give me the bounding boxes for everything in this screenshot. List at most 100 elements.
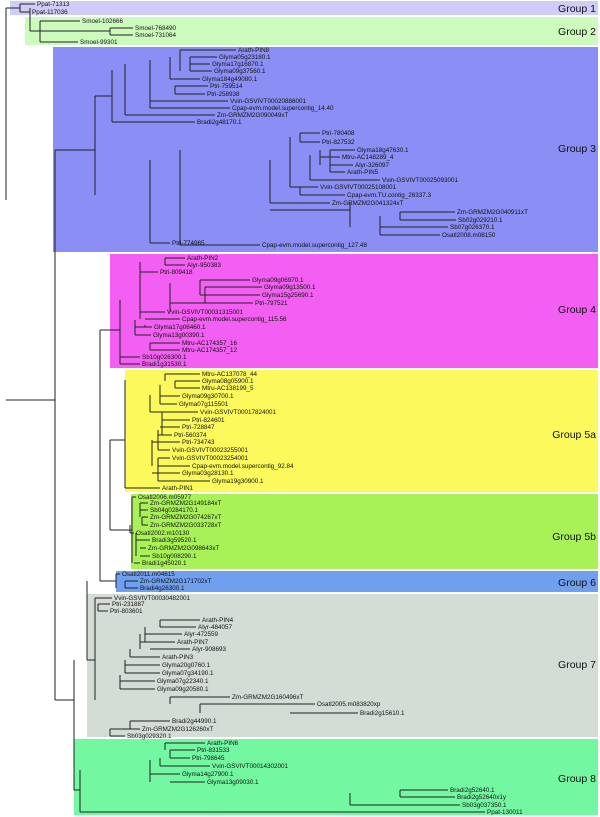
leaf-label: Bradi2g52640x1y [457, 794, 507, 801]
leaf-label: Ptri-798645 [192, 755, 225, 762]
leaf-label: Sb03g037350.1 [462, 802, 507, 809]
leaf-label: Arath-PIN8 [238, 47, 270, 54]
leaf-label: Bradi2g48170.1 [197, 119, 242, 126]
leaf-label: Ptri-827532 [322, 139, 355, 146]
leaf-label: Zm-GRMZM2G033728xT [150, 522, 222, 529]
group-label-4: Group 4 [558, 304, 596, 316]
leaf-label: Smoel-99301 [80, 39, 118, 46]
leaf-label: Vvin-GSVIVT00025093001 [382, 177, 458, 184]
group-bands [10, 1, 598, 815]
leaf-label: Glyma07g34190.1 [162, 670, 214, 677]
group-1-band [10, 1, 598, 15]
leaf-label: Sb04g0284170.1 [150, 507, 198, 514]
leaf-label: Sb03g029320.1 [127, 733, 172, 740]
leaf-label: Arath-PIN3 [162, 654, 194, 661]
leaf-label: Bradi1g45020.1 [142, 560, 187, 567]
leaf-label: Glyma08g05900.1 [202, 378, 254, 385]
leaf-label: Glyma17g06460.1 [154, 324, 206, 331]
leaf-label: Zm-GRMZM2G074267xT [150, 514, 222, 521]
leaf-label: Mtru-AC138199_5 [202, 385, 254, 392]
leaf-label: Vvin-GSVIVT00014302001 [212, 763, 288, 770]
leaf-label: Glyma18g47630.1 [357, 147, 409, 154]
leaf-label: Vvin-GSVIVT00017824001 [200, 409, 276, 416]
leaf-label: Glyma09g06970.1 [252, 277, 304, 284]
leaf-label: Glyma09g37560.1 [214, 68, 266, 75]
leaf-label: Ptri-258938 [207, 91, 240, 98]
leaf-label: Glyma09g20580.1 [157, 686, 209, 693]
leaf-label: Smoel-731064 [135, 32, 176, 39]
leaf-label: Glyma184g49080.1 [202, 76, 257, 83]
leaf-label: Ptri-831533 [197, 747, 230, 754]
leaf-label: Cpap-evm.model.supercontig_127.48 [262, 242, 368, 249]
group-label-8: Group 8 [558, 773, 596, 785]
leaf-label: Arath-PIN1 [162, 485, 194, 492]
leaf-label: Osatl2002.m10130 [136, 530, 190, 537]
leaf-label: Vvin-GSVIVT00020886001 [230, 98, 306, 105]
leaf-label: Arath-PIN4 [202, 617, 234, 624]
leaf-label: Bradi1g31530.1 [142, 361, 187, 368]
group-5b-band [131, 494, 598, 569]
leaf-label: Sb02g029210.1 [458, 217, 503, 224]
leaf-label: Glyma20g0760.1 [162, 662, 210, 669]
leaf-label: Osatl2011.m04615 [122, 571, 175, 578]
leaf-label: Glyma09g30700.1 [182, 393, 234, 400]
leaf-label: Smoel-768490 [135, 25, 176, 32]
leaf-label: Arath-PIN2 [187, 255, 219, 262]
group-label-5a: Group 5a [552, 429, 596, 441]
tree-branches [5, 3, 485, 813]
leaf-label: Arath-PIN6 [207, 740, 239, 747]
leaf-label: Cpap-evm.model.supercontig_14.40 [232, 105, 334, 112]
leaf-label: Glyma13g00390.1 [153, 332, 205, 339]
group-8-band [74, 739, 598, 815]
leaf-label: Glyma07g22340.1 [157, 678, 209, 685]
leaf-label: Glyma17g16870.1 [212, 61, 264, 68]
leaf-label: Zm-GRMZM2G040911xT [457, 209, 528, 216]
leaf-label: Bradi2g44990.1 [172, 718, 217, 725]
leaf-label: Bradi3g59520.1 [152, 537, 197, 544]
leaf-label: Zm-GRMZM2G090049xT [217, 112, 289, 119]
leaf-label: Vvin-GSVIVT00031315001 [167, 309, 243, 316]
leaf-label: Alyr-326097 [355, 162, 389, 169]
leaf-label: Ppat-71313 [37, 1, 70, 8]
leaf-label: Glyma14g27900.1 [182, 771, 234, 778]
leaf-label: Mtru-AC174357_16 [182, 340, 237, 347]
leaf-label: Bradi2g52640.1 [450, 787, 495, 794]
group-label-7: Group 7 [558, 659, 596, 671]
leaf-label: Sb10g008290.1 [152, 553, 197, 560]
group-label-6: Group 6 [558, 577, 596, 589]
leaf-label: Zm-GRMZM2G160496xT [232, 694, 304, 701]
group-3-band [53, 47, 598, 252]
leaf-label: Vvin-GSVIVT00025108001 [320, 184, 396, 191]
leaf-label: Ppat-117036 [32, 9, 68, 16]
leaf-label: Cpap-evm.TU.contig_26337.3 [347, 192, 432, 199]
leaf-label: Osatl2006.m05977 [138, 494, 192, 501]
leaf-label: Ptri-231887 [112, 601, 145, 608]
leaf-label: Ptri-560374 [174, 432, 207, 439]
leaf-label: Ptri-809418 [160, 269, 193, 276]
leaf-label: Glyma09g13500.1 [264, 284, 316, 291]
leaf-label: Osatl2005.m083820xp [317, 701, 381, 708]
leaf-label: Arath-PIN7 [177, 639, 209, 646]
group-label-2: Group 2 [558, 26, 596, 38]
leaf-label: Zm-GRMZM2G149184xT [150, 500, 222, 507]
group-label-5b: Group 5b [552, 531, 596, 543]
leaf-label: Vvin-GSVIVT00023255001 [172, 447, 248, 454]
leaf-label: Ppat-130011 [487, 809, 523, 816]
leaf-label: Cpap-evm.model.supercontig_92.84 [192, 463, 294, 470]
leaf-label: Vvin-GSVIVT00030482001 [114, 595, 190, 602]
leaf-label: Arath-PIN5 [347, 169, 379, 176]
group-5a-band [125, 370, 598, 492]
leaf-label: Ptri-734743 [182, 439, 215, 446]
group-6-band [116, 571, 598, 592]
leaf-label: Ptri-797521 [255, 300, 288, 307]
leaf-label: Vvin-GSVIVT00023254001 [172, 455, 248, 462]
leaf-label: Smoel-102666 [82, 18, 123, 25]
leaf-label: Glyma03g28130.1 [182, 470, 234, 477]
leaf-labels: Ppat-71313Ppat-117036Smoel-102666Smoel-7… [32, 1, 528, 816]
leaf-label: Bradi2g15610.1 [360, 710, 405, 717]
leaf-label: Sb10g026300.1 [142, 354, 187, 361]
leaf-label: Alyr-908693 [192, 646, 226, 653]
leaf-label: Ptri-824601 [192, 417, 225, 424]
